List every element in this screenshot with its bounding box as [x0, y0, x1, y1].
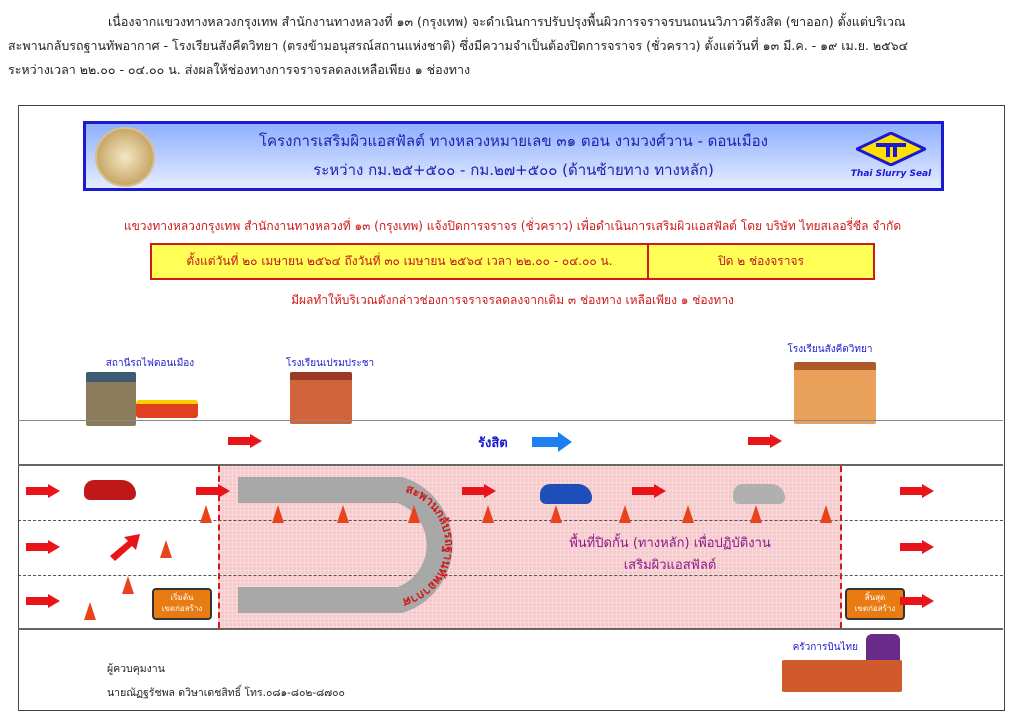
traffic-arrow-icon — [632, 484, 666, 498]
lane-marking — [18, 520, 1003, 521]
supervisor-name: นายณัฏฐรัชพล ดวิษาเดชสิทธิ์ โทร.๐๘๑-๘๐๒-… — [107, 687, 345, 699]
traffic-cone-icon — [337, 505, 349, 523]
school-building — [290, 372, 352, 424]
traffic-arrow-icon — [900, 484, 934, 498]
lane-marking — [18, 575, 1003, 576]
traffic-cone-icon — [482, 505, 494, 523]
traffic-arrow-icon — [462, 484, 496, 498]
direction-label: รังสิต — [478, 436, 508, 451]
department-seal-logo — [95, 127, 155, 187]
traffic-arrow-icon — [26, 540, 60, 554]
intro-line: สะพานกลับรถฐานทัพอากาศ - โรงเรียนสังคีตว… — [8, 38, 909, 53]
traffic-cone-icon — [200, 505, 212, 523]
traffic-arrow-icon — [900, 594, 934, 608]
intro-line: เนื่องจากแขวงทางหลวงกรุงเทพ สำนักงานทางห… — [108, 14, 906, 29]
header-subtitle: ระหว่าง กม.๒๕+๕๐๐ - กม.๒๗+๕๐๐ (ด้านซ้ายท… — [313, 161, 714, 179]
traffic-cone-icon — [160, 540, 172, 558]
zone-text: เสริมผิวแอสฟัลต์ — [623, 558, 717, 573]
intro-paragraph: เนื่องจากแขวงทางหลวงกรุงเทพ สำนักงานทางห… — [8, 10, 1018, 82]
header-title: โครงการเสริมผิวแอสฟัลต์ ทางหลวงหมายเลข ๓… — [258, 132, 769, 150]
traffic-arrow-icon — [26, 484, 60, 498]
logo-text: Thai Slurry Seal — [850, 169, 932, 179]
catering-label: ครัวการบินไทย — [792, 642, 858, 653]
sign-text: สิ้นสุด — [864, 593, 886, 602]
traffic-cone-icon — [619, 505, 631, 523]
catering-building — [782, 660, 902, 692]
car-icon — [540, 484, 592, 504]
direction-arrow-icon — [532, 432, 572, 452]
car-icon — [733, 484, 785, 504]
traffic-arrow-icon — [26, 594, 60, 608]
car-icon — [84, 480, 136, 500]
thai-slurry-seal-logo: Thai Slurry Seal — [850, 131, 932, 179]
train-station-building — [86, 372, 136, 426]
traffic-cone-icon — [820, 505, 832, 523]
road-edge — [18, 420, 1003, 421]
work-zone-label: พื้นที่ปิดกั้น (ทางหลัก) เพื่อปฏิบัติงาน… — [480, 533, 860, 577]
project-header: โครงการเสริมผิวแอสฟัลต์ ทางหลวงหมายเลข ๓… — [83, 121, 944, 191]
traffic-cone-icon — [550, 505, 562, 523]
diagram-frame — [18, 105, 1005, 711]
closure-notice: แขวงทางหลวงกรุงเทพ สำนักงานทางหลวงที่ ๑๓… — [123, 219, 902, 233]
traffic-arrow-icon — [228, 434, 262, 448]
intro-line: ระหว่างเวลา ๒๒.๐๐ - ๐๔.๐๐ น. ส่งผลให้ช่อ… — [8, 62, 471, 77]
traffic-arrow-icon — [196, 484, 230, 498]
traffic-cone-icon — [122, 576, 134, 594]
traffic-cone-icon — [272, 505, 284, 523]
zone-text: พื้นที่ปิดกั้น (ทางหลัก) เพื่อปฏิบัติงาน — [569, 536, 771, 551]
traffic-cone-icon — [750, 505, 762, 523]
lane-closure-box: ปิด ๒ ช่องจราจร — [647, 243, 875, 280]
road-edge — [18, 628, 1003, 630]
traffic-cone-icon — [682, 505, 694, 523]
supervisor-info: ผู้ควบคุมงาน นายณัฏฐรัชพล ดวิษาเดชสิทธิ์… — [107, 657, 345, 705]
traffic-arrow-icon — [900, 540, 934, 554]
merge-arrow-icon — [110, 534, 140, 561]
schedule-box: ตั้งแต่วันที่ ๒๐ เมษายน ๒๕๖๔ ถึงวันที่ ๓… — [150, 243, 649, 280]
train-icon — [136, 400, 198, 418]
sign-text: เขตก่อสร้าง — [161, 604, 203, 613]
school-building — [794, 362, 876, 424]
sign-text: เขตก่อสร้าง — [854, 604, 896, 613]
traffic-cone-icon — [408, 505, 420, 523]
start-construction-sign: เริ่มต้นเขตก่อสร้าง — [152, 588, 212, 620]
end-construction-sign: สิ้นสุดเขตก่อสร้าง — [845, 588, 905, 620]
school2-label: โรงเรียนสังคีตวิทยา — [787, 344, 873, 355]
station-label: สถานีรถไฟดอนเมือง — [105, 358, 195, 369]
traffic-cone-icon — [84, 602, 96, 620]
road-divider — [18, 464, 1003, 466]
traffic-arrow-icon — [748, 434, 782, 448]
effect-notice: มีผลทำให้บริเวณดังกล่าวช่องการจราจรลดลงจ… — [291, 293, 734, 307]
sign-text: เริ่มต้น — [170, 593, 194, 602]
company-diamond-icon — [853, 131, 929, 167]
u-turn-bridge: สะพานกลับรถฐานทัพอากาศ — [238, 477, 456, 613]
school1-label: โรงเรียนเปรมประชา — [285, 358, 375, 369]
supervisor-role: ผู้ควบคุมงาน — [107, 663, 165, 675]
